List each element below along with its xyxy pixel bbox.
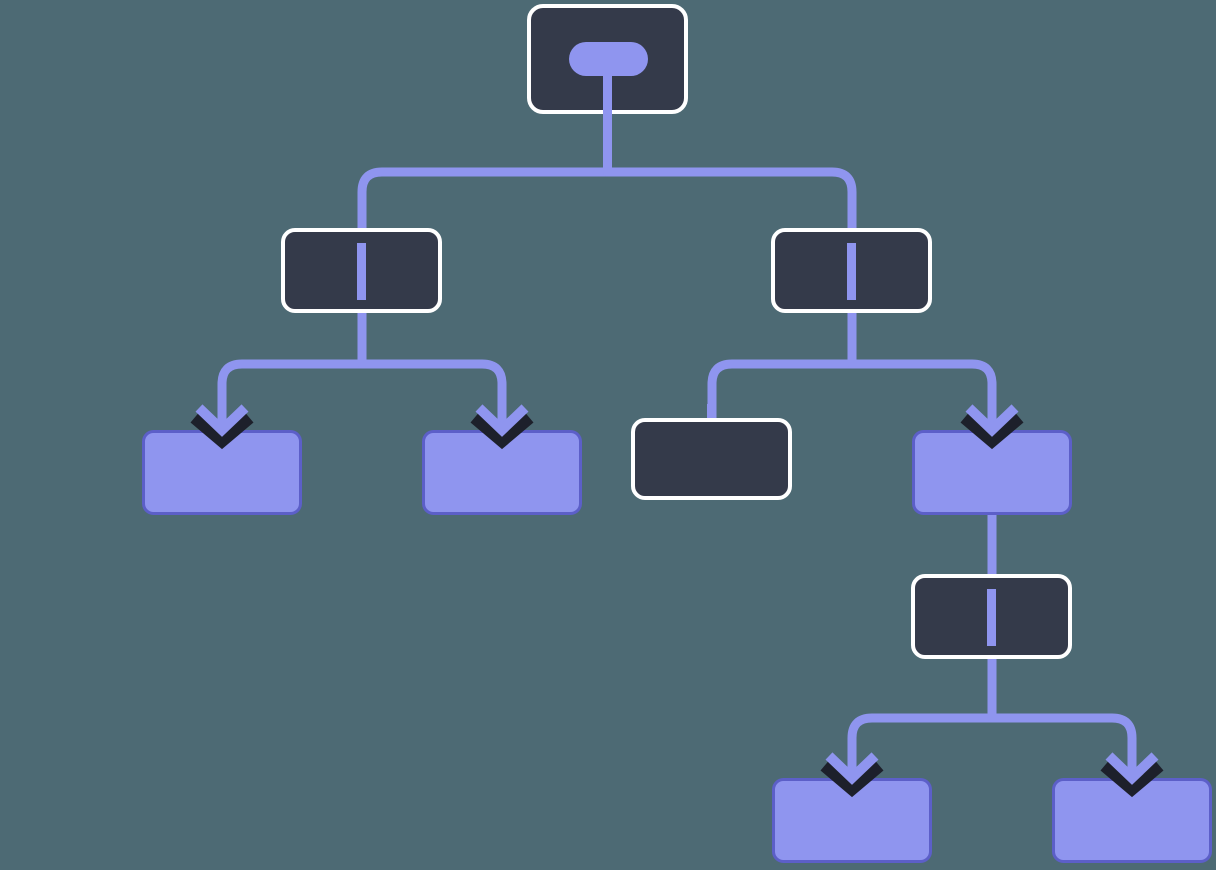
edge-level3-dark-to-leaf-one[interactable] xyxy=(847,659,997,772)
root-glyph-stem xyxy=(603,74,612,114)
arrowhead-leaf-two xyxy=(470,404,534,450)
inner-line-level3-dark xyxy=(987,589,996,646)
nodes-layer xyxy=(142,4,1212,863)
arrowhead-leaf-one xyxy=(190,404,254,450)
arrowhead-leaf-one-light-chevron xyxy=(195,404,249,437)
edges-layer xyxy=(217,114,1137,772)
edge-level1-left-to-leaf-one[interactable] xyxy=(217,313,367,424)
stubs-layer xyxy=(707,404,716,420)
arrowhead-leaf-one-dark-chevron xyxy=(190,409,254,450)
arrowhead-bottom-leaf-one-light-chevron xyxy=(825,752,879,785)
arrowhead-accent-branch-light-chevron xyxy=(965,404,1019,437)
edge-root-to-level1-left[interactable] xyxy=(357,114,612,330)
arrowhead-accent-branch xyxy=(960,404,1024,450)
edge-level3-dark-to-leaf-two[interactable] xyxy=(987,659,1137,772)
arrowhead-accent-branch-dark-chevron xyxy=(960,409,1024,450)
arrowhead-bottom-leaf-two-light-chevron xyxy=(1105,752,1159,785)
root-glyph-pill xyxy=(569,42,648,76)
arrowhead-bottom-leaf-one-dark-chevron xyxy=(820,757,884,798)
root-glyph-layer xyxy=(569,42,648,114)
arrowheads-layer xyxy=(190,404,1164,798)
arrowhead-bottom-leaf-one xyxy=(820,752,884,798)
inner-line-level1-right xyxy=(847,243,856,300)
edge-level1-left-to-leaf-two[interactable] xyxy=(357,313,507,424)
edge-level1-right-to-dark-node[interactable] xyxy=(707,313,857,418)
edge-root-to-level1-right[interactable] xyxy=(603,114,857,330)
level2-dark-node-shape xyxy=(631,418,792,500)
inner-line-level1-left xyxy=(357,243,366,300)
level2-dark-node[interactable] xyxy=(631,418,792,500)
arrowhead-leaf-two-light-chevron xyxy=(475,404,529,437)
arrowhead-bottom-leaf-two xyxy=(1100,752,1164,798)
arrowhead-bottom-leaf-two-dark-chevron xyxy=(1100,757,1164,798)
arrowhead-leaf-two-dark-chevron xyxy=(470,409,534,450)
inner-lines-layer xyxy=(357,243,996,646)
stub-level2-dark-node xyxy=(707,404,716,420)
edge-level1-right-to-accent-branch[interactable] xyxy=(847,313,997,424)
